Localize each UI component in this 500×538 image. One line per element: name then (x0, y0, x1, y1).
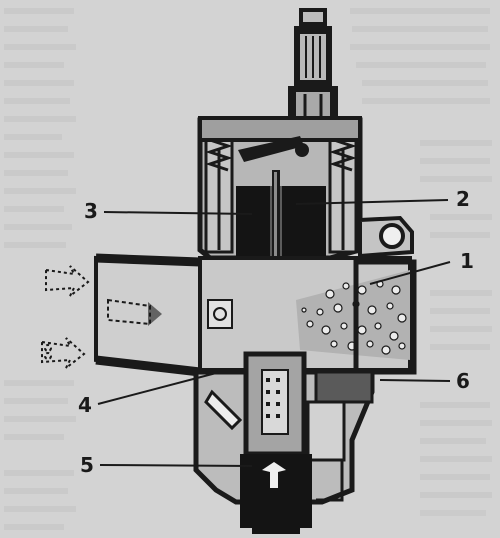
leader-line-3 (103, 211, 253, 215)
leader-lines (97, 199, 451, 467)
leader-line-6 (379, 379, 451, 382)
top-adjuster-screw (288, 8, 338, 132)
callout-5: 5 (80, 453, 94, 477)
leader-line-5 (99, 464, 253, 467)
callout-3: 3 (84, 199, 98, 223)
leader-line-2 (295, 199, 449, 205)
callout-2: 2 (456, 187, 470, 211)
leader-line-1 (369, 261, 451, 285)
callout-1: 1 (460, 249, 474, 273)
callout-4: 4 (78, 393, 92, 417)
callout-labels: 1 2 3 4 5 6 (78, 187, 474, 477)
callout-6: 6 (456, 369, 470, 393)
airflow-arrows (41, 265, 90, 369)
float-bowl (193, 351, 375, 534)
intake-tube (94, 253, 202, 377)
fuel-mist (296, 259, 417, 375)
leader-line-4 (97, 371, 221, 405)
